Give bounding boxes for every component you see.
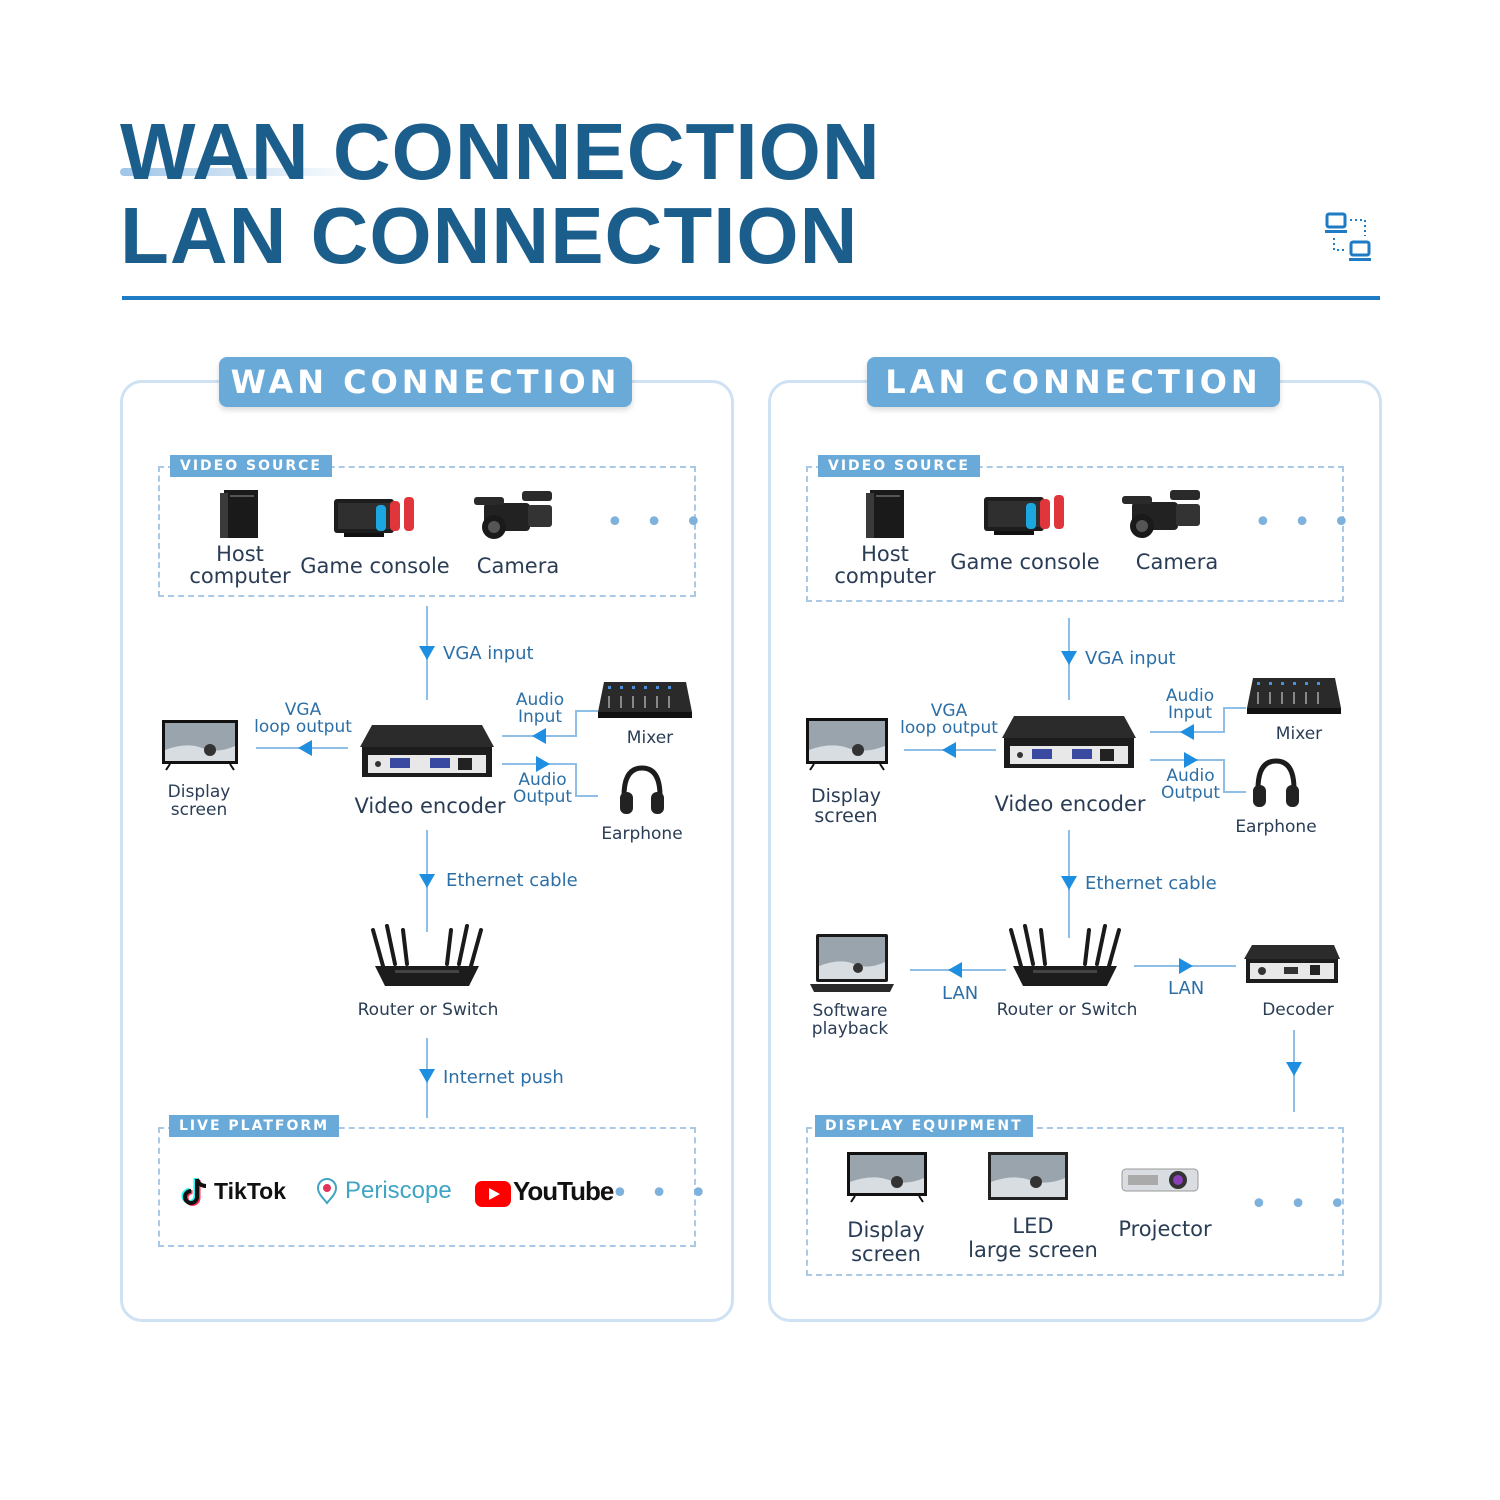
more-platforms-dots: • • • [611, 1176, 714, 1211]
more-sources-dots: • • • [1254, 505, 1357, 540]
decoder-label: Decoder [1262, 1000, 1334, 1020]
lan-video-source-box [806, 466, 1344, 602]
page-title-lan: LAN CONNECTION [120, 191, 859, 280]
tiktok-icon [181, 1178, 207, 1206]
mixer-label: Mixer [626, 728, 674, 748]
vga-input-label: VGA input [1085, 648, 1176, 669]
internet-push-label: Internet push [443, 1067, 564, 1088]
video-encoder-label: Video encoder [354, 794, 506, 818]
host-computer-icon [866, 490, 904, 538]
camera-icon [1122, 490, 1200, 538]
mixer-icon [1247, 678, 1341, 714]
display-screen-icon [162, 720, 238, 771]
lan-panel-title: LAN CONNECTION [867, 357, 1280, 407]
title-underline-swoosh [120, 168, 360, 176]
youtube-icon [475, 1181, 511, 1207]
wan-video-source-tag: VIDEO SOURCE [170, 455, 332, 477]
lan-video-source-tag: VIDEO SOURCE [818, 455, 980, 477]
video-encoder-icon [360, 725, 494, 777]
ethernet-cable-label: Ethernet cable [446, 870, 578, 891]
page-title-wan: WAN CONNECTION [120, 107, 881, 196]
lan-display-equipment-tag: DISPLAY EQUIPMENT [815, 1115, 1033, 1137]
laptop-icon [810, 934, 894, 992]
game-console-icon [984, 495, 1064, 535]
router-label: Router or Switch [996, 1000, 1138, 1020]
wan-panel-title: WAN CONNECTION [219, 357, 632, 407]
router-icon [1009, 924, 1121, 986]
periscope-wordmark: Periscope [345, 1177, 452, 1204]
game-console-icon [334, 497, 414, 537]
game-console-label: Game console [950, 550, 1100, 574]
more-sources-dots: • • • [606, 505, 709, 540]
ethernet-cable-label: Ethernet cable [1085, 873, 1217, 894]
earphone-icon [1253, 758, 1299, 807]
camera-icon [474, 491, 552, 539]
lan-display-equipment-box [806, 1127, 1344, 1276]
wan-live-platform-tag: LIVE PLATFORM [169, 1115, 340, 1137]
led-screen-icon [988, 1152, 1068, 1200]
vga-input-label: VGA input [443, 643, 534, 664]
tiktok-wordmark: TikTok [214, 1178, 286, 1204]
lan-right-label: LAN [1168, 978, 1205, 999]
router-label: Router or Switch [357, 1000, 499, 1020]
wan-video-source-box [158, 466, 696, 597]
lan-left-label: LAN [942, 983, 979, 1004]
game-console-label: Game console [300, 554, 450, 578]
video-encoder-label: Video encoder [994, 792, 1146, 816]
network-computers-icon [1325, 212, 1371, 261]
router-icon [371, 924, 483, 986]
earphone-icon [620, 765, 664, 814]
projector-icon [1121, 1168, 1199, 1192]
youtube-wordmark: YouTube [513, 1176, 614, 1206]
camera-label: Camera [476, 554, 560, 578]
display-screen-icon [847, 1152, 927, 1203]
more-displays-dots: • • • [1250, 1187, 1353, 1222]
title-rule [122, 296, 1380, 300]
camera-label: Camera [1135, 550, 1219, 574]
earphone-label: Earphone [601, 824, 683, 844]
mixer-label: Mixer [1275, 724, 1323, 744]
wan-live-platform-box [158, 1127, 696, 1247]
mixer-icon [598, 682, 692, 718]
display-screen-icon [806, 718, 888, 771]
decoder-icon [1244, 945, 1340, 983]
earphone-label: Earphone [1235, 817, 1317, 837]
periscope-icon [316, 1177, 338, 1205]
video-encoder-icon [1002, 716, 1136, 768]
host-computer-icon [220, 490, 258, 538]
projector-label: Projector [1118, 1217, 1212, 1241]
